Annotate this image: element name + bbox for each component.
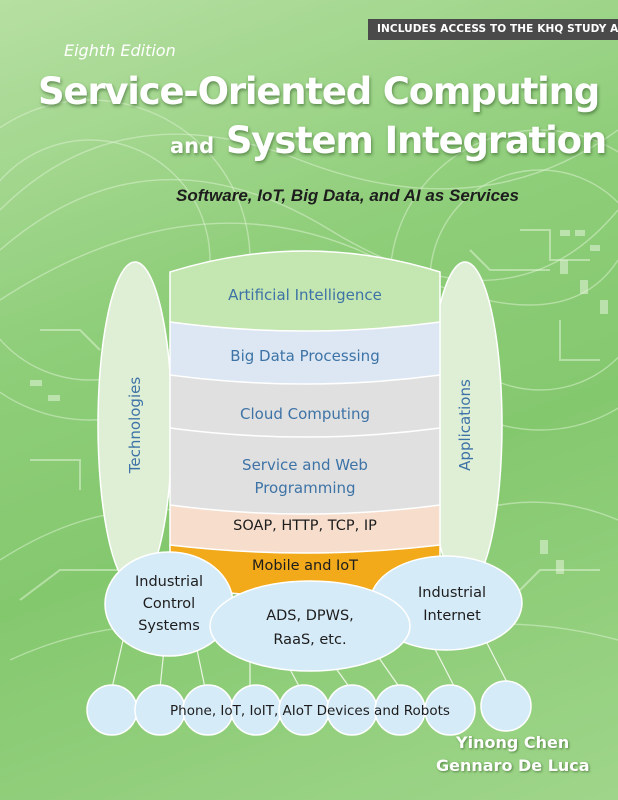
device-circles bbox=[86, 680, 532, 736]
title-line1: Service-Oriented Computing bbox=[38, 70, 600, 113]
edition-label: Eighth Edition bbox=[64, 41, 176, 60]
ai-label: Artificial Intelligence bbox=[228, 286, 382, 304]
banner-suffix: STUDY APP bbox=[567, 23, 618, 35]
ads-line2: RaaS, etc. bbox=[273, 632, 346, 648]
author-1: Yinong Chen bbox=[456, 733, 570, 752]
title-and: and bbox=[170, 134, 215, 158]
technologies-label: Technologies bbox=[126, 377, 144, 475]
devices-label: Phone, IoT, IoIT, AIoT Devices and Robot… bbox=[170, 703, 450, 719]
subtitle: Software, IoT, Big Data, and AI as Servi… bbox=[176, 186, 519, 205]
applications-label: Applications bbox=[456, 379, 474, 471]
ai-layer bbox=[169, 250, 441, 332]
banner-prefix: INCLUDES ACCESS TO THE bbox=[377, 23, 534, 35]
industrial-control-line3: Systems bbox=[138, 618, 200, 634]
protocol-label: SOAP, HTTP, TCP, IP bbox=[233, 518, 377, 534]
industrial-internet-line1: Industrial bbox=[418, 585, 486, 601]
ads-ellipse bbox=[209, 580, 411, 672]
title-line2-wrap: and System Integration bbox=[170, 119, 607, 162]
big-data-label: Big Data Processing bbox=[230, 347, 379, 365]
industrial-control-line2: Control bbox=[143, 596, 195, 612]
mobile-iot-label: Mobile and IoT bbox=[252, 558, 358, 574]
service-label-line1: Service and Web bbox=[242, 456, 368, 474]
industrial-control-line1: Industrial bbox=[135, 574, 203, 590]
study-app-banner: INCLUDES ACCESS TO THE KHQ STUDY APP bbox=[368, 19, 618, 40]
author-2: Gennaro De Luca bbox=[436, 756, 590, 775]
banner-brand: KHQ bbox=[537, 23, 564, 35]
device-circle bbox=[86, 684, 138, 736]
device-circle bbox=[424, 684, 476, 736]
industrial-internet-line2: Internet bbox=[423, 608, 481, 624]
cloud-label: Cloud Computing bbox=[240, 405, 370, 423]
device-circle bbox=[480, 680, 532, 732]
title-line2: System Integration bbox=[225, 119, 607, 162]
service-label-line2: Programming bbox=[254, 479, 355, 497]
ads-line1: ADS, DPWS, bbox=[266, 608, 354, 624]
